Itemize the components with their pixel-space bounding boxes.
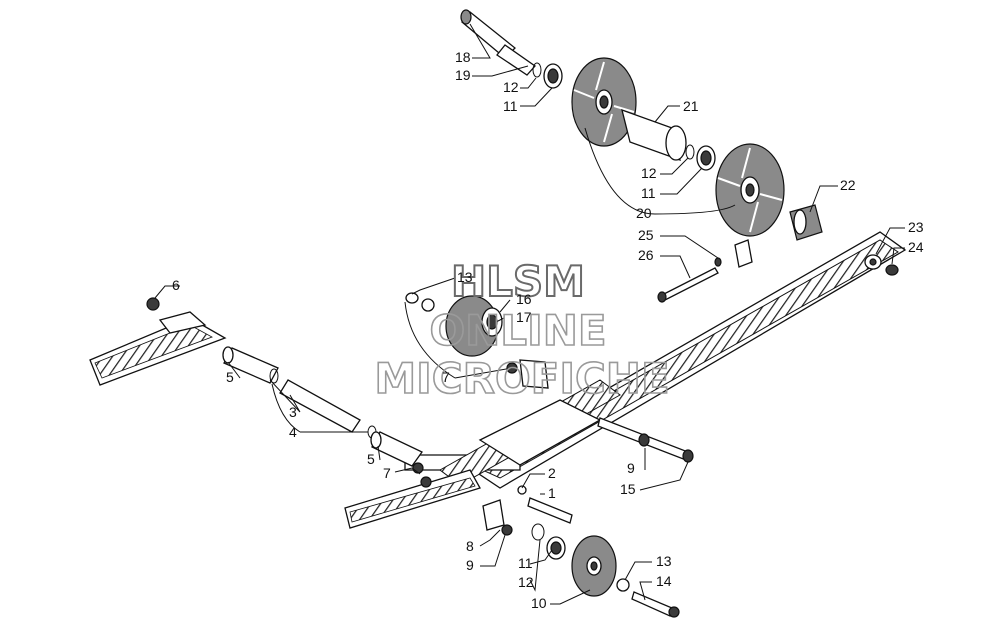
callout-10: 10 <box>531 595 547 611</box>
callout-5: 5 <box>226 369 234 385</box>
callout-9: 9 <box>627 460 635 476</box>
callout-6: 6 <box>172 277 180 293</box>
callout-3: 3 <box>289 404 297 420</box>
callout-12: 12 <box>641 165 657 181</box>
rear-axle-shaft <box>460 9 536 76</box>
callout-18: 18 <box>455 49 471 65</box>
top-idler-wheel <box>571 57 637 147</box>
leader-lines <box>154 23 905 605</box>
callout-19: 19 <box>455 67 471 83</box>
center-idler-wheel <box>405 292 549 389</box>
callout-11: 11 <box>503 98 518 114</box>
track-adjuster-block <box>789 204 823 241</box>
callout-24: 24 <box>908 239 924 255</box>
callout-21: 21 <box>683 98 699 114</box>
watermark-line-2: ONLINE <box>429 306 606 355</box>
watermark: HLSM ONLINE MICROFICHE <box>374 256 671 404</box>
callout-15: 15 <box>620 481 636 497</box>
middle-bearing <box>685 144 716 171</box>
callout-9: 9 <box>466 557 474 573</box>
lower-bearing <box>531 523 566 560</box>
callout-12: 12 <box>503 79 519 95</box>
callout-25: 25 <box>638 227 654 243</box>
callout-17: 17 <box>516 309 532 325</box>
callout-7: 7 <box>383 465 391 481</box>
callout-22: 22 <box>840 177 856 193</box>
callout-23: 23 <box>908 219 924 235</box>
callout-12: 12 <box>518 574 534 590</box>
callout-1: 1 <box>548 485 556 501</box>
callout-13: 13 <box>457 269 473 285</box>
lower-bolt <box>517 485 573 524</box>
callout-11: 11 <box>518 555 533 571</box>
lower-wheel-bolt <box>616 578 680 618</box>
lower-bracket <box>482 499 513 536</box>
callout-20: 20 <box>636 205 652 221</box>
adjuster-bolt <box>657 267 719 303</box>
callout-5: 5 <box>367 451 375 467</box>
watermark-line-1: HLSM <box>451 257 585 306</box>
callout-13: 13 <box>656 553 672 569</box>
long-axle-bolt <box>597 417 694 463</box>
callout-11: 11 <box>641 185 656 201</box>
callout-2: 2 <box>548 465 556 481</box>
left-rail-nut <box>146 297 160 311</box>
right-slide-rail <box>344 231 907 529</box>
callout-14: 14 <box>656 573 672 589</box>
adjuster-bracket <box>714 239 753 268</box>
callout-16: 16 <box>516 291 532 307</box>
adjuster-washer-nut <box>864 254 899 276</box>
callout-labels: 18 19 12 11 21 12 11 20 22 25 26 23 24 6… <box>172 49 924 611</box>
callout-26: 26 <box>638 247 654 263</box>
callout-8: 8 <box>466 538 474 554</box>
left-slide-rail <box>89 311 227 386</box>
cross-shaft-upper <box>222 346 377 439</box>
lower-idler-wheel <box>571 535 617 597</box>
callout-7: 7 <box>442 369 450 385</box>
watermark-line-3: MICROFICHE <box>374 354 669 403</box>
wheel-spacer-tube <box>621 108 687 162</box>
cross-shaft-lower <box>370 431 432 488</box>
top-bearing <box>532 62 563 89</box>
outer-idler-wheel <box>715 143 785 237</box>
callout-4: 4 <box>289 424 297 440</box>
